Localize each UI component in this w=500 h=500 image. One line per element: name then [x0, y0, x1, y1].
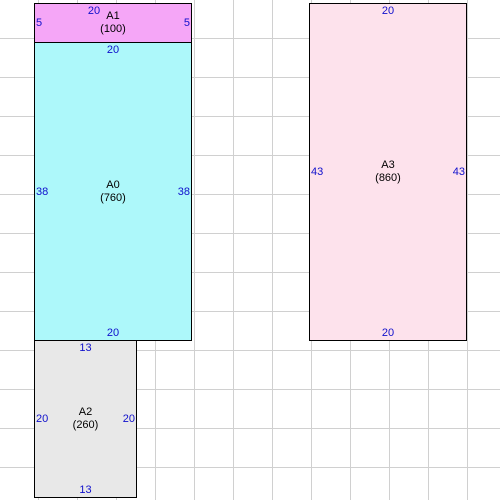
dim-left: 20 — [36, 413, 49, 425]
rect-label: A0 (760) — [35, 179, 191, 205]
rect-label: A3 (860) — [310, 159, 466, 185]
rect-a3[interactable]: 20 43 43 20 A3 (860) — [309, 3, 467, 341]
rect-value: (260) — [72, 419, 99, 431]
rect-name: A1 — [106, 10, 120, 22]
dim-left: 5 — [36, 17, 43, 29]
dim-left: 43 — [311, 166, 324, 178]
rect-name: A2 — [78, 406, 93, 418]
rect-value: (100) — [100, 23, 126, 35]
dim-top: 13 — [79, 342, 92, 354]
dim-right: 38 — [177, 185, 190, 198]
dim-top: 20 — [87, 5, 101, 17]
rect-name: A3 — [381, 159, 395, 171]
rect-label: A2 (260) — [35, 406, 136, 432]
rect-name: A0 — [106, 178, 120, 191]
dim-right: 20 — [122, 413, 135, 425]
rect-a1[interactable]: 20 5 5 A1 (100) — [34, 3, 192, 43]
rect-a2[interactable]: 13 20 20 13 A2 (260) — [34, 340, 137, 498]
dim-bottom: 13 — [79, 484, 92, 496]
rect-label: A1 (100) — [35, 10, 191, 36]
rect-value: (760) — [100, 191, 126, 204]
dim-bottom: 20 — [381, 327, 395, 339]
dim-bottom: 20 — [106, 327, 120, 339]
dim-top: 20 — [381, 5, 395, 17]
dim-right: 5 — [183, 17, 190, 29]
dim-left: 38 — [36, 185, 49, 198]
dim-right: 43 — [452, 166, 465, 178]
rect-value: (860) — [375, 172, 401, 184]
rect-a0[interactable]: 20 38 38 20 A0 (760) — [34, 42, 192, 341]
dim-top: 20 — [106, 44, 120, 56]
